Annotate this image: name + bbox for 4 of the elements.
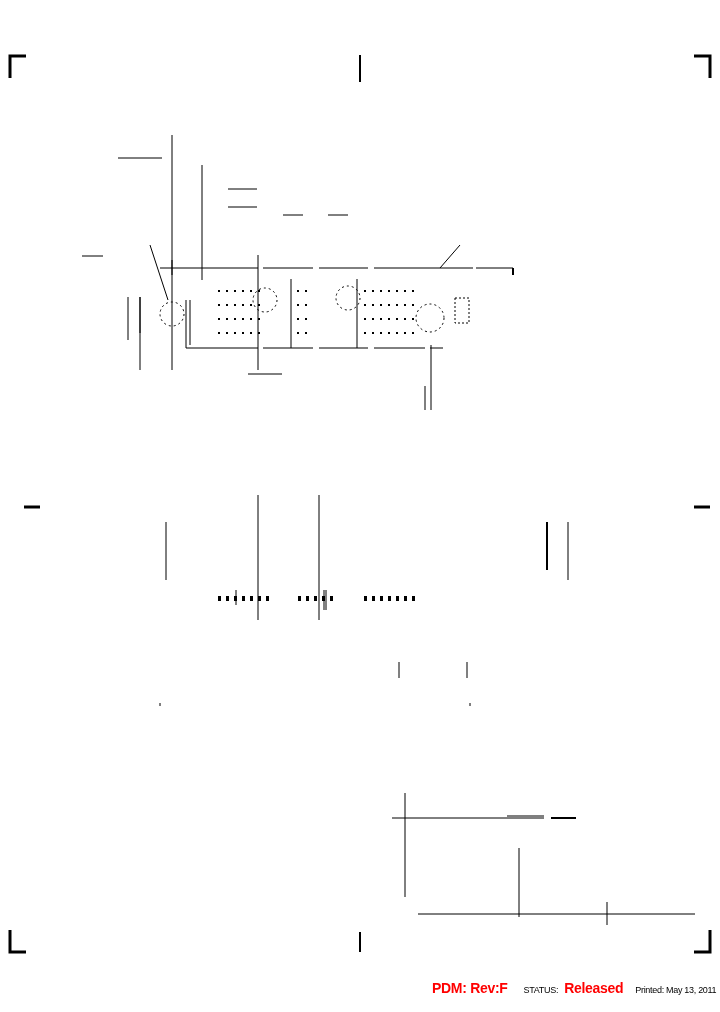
revision-label: PDM: Rev:F: [432, 980, 508, 996]
status-value: Released: [564, 980, 624, 996]
print-date: Printed: May 13, 2011: [635, 985, 717, 995]
status-label: STATUS:: [523, 985, 559, 995]
